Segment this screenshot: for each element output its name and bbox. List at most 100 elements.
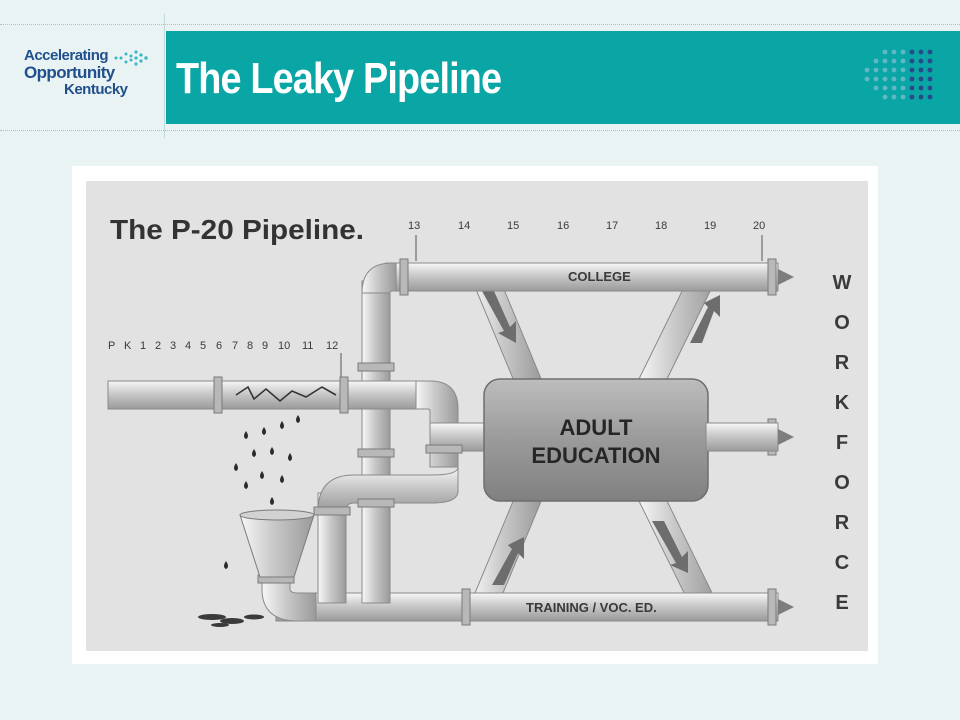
decorative-dot [927, 49, 933, 55]
grade-label-9: 9 [262, 340, 268, 352]
workforce-letter-r: R [835, 352, 850, 374]
decorative-dot [918, 49, 924, 55]
upper-label-13: 13 [408, 220, 420, 232]
logo-line-3: Kentucky [64, 81, 128, 98]
grade-label-11: 11 [302, 340, 313, 352]
decorative-dot [909, 85, 915, 91]
decorative-dot [882, 94, 888, 100]
diagram-background [86, 181, 868, 651]
decorative-dot [891, 85, 897, 91]
collar [339, 376, 349, 414]
decorative-dot [909, 94, 915, 100]
college-pipe [385, 262, 779, 292]
adult-education-tank [483, 378, 709, 502]
workforce-letters: W O R K F O R C E [833, 272, 852, 614]
upper-label-20: 20 [753, 220, 765, 232]
adult-education-line-2: EDUCATION [531, 443, 660, 468]
pipe-crack [235, 385, 337, 403]
training-label: TRAINING / VOC. ED. [526, 600, 657, 615]
workforce-letter-c: C [835, 552, 849, 574]
decorative-dot [864, 67, 870, 73]
decorative-dot [927, 85, 933, 91]
decorative-dot [927, 67, 933, 73]
arrow-lower-right [652, 521, 688, 573]
decorative-dot [900, 67, 906, 73]
adult-education-line-1: ADULT [560, 415, 633, 440]
logo-arrows-icon [114, 50, 148, 66]
decorative-dot [900, 49, 906, 55]
decorative-dot [882, 85, 888, 91]
collar [357, 498, 395, 508]
decorative-dot [909, 67, 915, 73]
collar [313, 506, 351, 516]
funnel-rim [239, 509, 315, 521]
decorative-dot [882, 67, 888, 73]
collar [213, 376, 223, 414]
grade-label-2: 2 [155, 340, 161, 352]
collar [399, 258, 409, 296]
arrow-up-right [690, 295, 720, 343]
slide-title: The Leaky Pipeline [176, 54, 502, 103]
funnel-drain-pipe [261, 576, 317, 622]
upper-label-14: 14 [458, 220, 470, 232]
bottom-guide-line [0, 130, 960, 131]
decorative-dot [891, 94, 897, 100]
logo: Accelerating Opportunity Kentucky [24, 48, 154, 108]
diagram-title: The P-20 Pipeline. [110, 214, 364, 245]
top-guide-line [0, 24, 960, 25]
decorative-dot [927, 76, 933, 82]
decorative-dot [918, 67, 924, 73]
grade-label-10: 10 [278, 340, 290, 352]
collar [357, 362, 395, 372]
college-label: COLLEGE [568, 269, 631, 284]
grade-labels: P K 1 2 3 4 5 6 7 8 9 10 11 12 [108, 340, 338, 352]
workforce-letter-w: W [833, 272, 852, 294]
grade-label-k: K [124, 340, 132, 352]
workforce-letter-o2: O [834, 472, 850, 494]
collar [425, 444, 463, 454]
leaking-drops-icon [224, 415, 300, 569]
grade-label-3: 3 [170, 340, 176, 352]
workforce-letter-o: O [834, 312, 850, 334]
decorative-dot [900, 94, 906, 100]
grade-label-7: 7 [232, 340, 238, 352]
logo-line-2: Opportunity [24, 63, 115, 82]
decorative-dot [900, 58, 906, 64]
college-output-arrow [778, 269, 794, 285]
return-loop-pipe [317, 466, 459, 512]
arrow-down-left [482, 291, 516, 343]
decorative-dots-icon [864, 49, 933, 100]
vertical-pipe-main [361, 280, 391, 604]
output-arrows [778, 269, 794, 615]
grade-label-5: 5 [200, 340, 206, 352]
decorative-dot [909, 58, 915, 64]
decorative-dot [900, 76, 906, 82]
grade-label-8: 8 [247, 340, 253, 352]
decorative-dot [918, 58, 924, 64]
workforce-letter-k: K [835, 392, 850, 414]
upper-label-16: 16 [557, 220, 569, 232]
k12-pipe [107, 380, 429, 410]
upper-label-18: 18 [655, 220, 667, 232]
decorative-dot [882, 49, 888, 55]
puddle-icon [198, 614, 264, 627]
collar [767, 588, 777, 626]
decorative-dot [873, 85, 879, 91]
header-band [166, 31, 960, 124]
decorative-dot [873, 58, 879, 64]
adult-outlet-pipe [705, 422, 779, 452]
decorative-dot [891, 49, 897, 55]
logo-line-1: Accelerating [24, 47, 109, 64]
decorative-dot [927, 58, 933, 64]
collar [767, 258, 777, 296]
decorative-dot [882, 76, 888, 82]
pipeline-diagram: The P-20 Pipeline. 13 14 15 16 17 18 19 … [86, 181, 868, 651]
decorative-dot [918, 85, 924, 91]
decorative-dot [909, 76, 915, 82]
decorative-dot [882, 58, 888, 64]
arrow-lower-left [492, 537, 524, 585]
pipe-collars [213, 258, 777, 626]
upper-label-17: 17 [606, 220, 618, 232]
workforce-letter-e: E [835, 592, 848, 614]
decorative-dot [864, 76, 870, 82]
